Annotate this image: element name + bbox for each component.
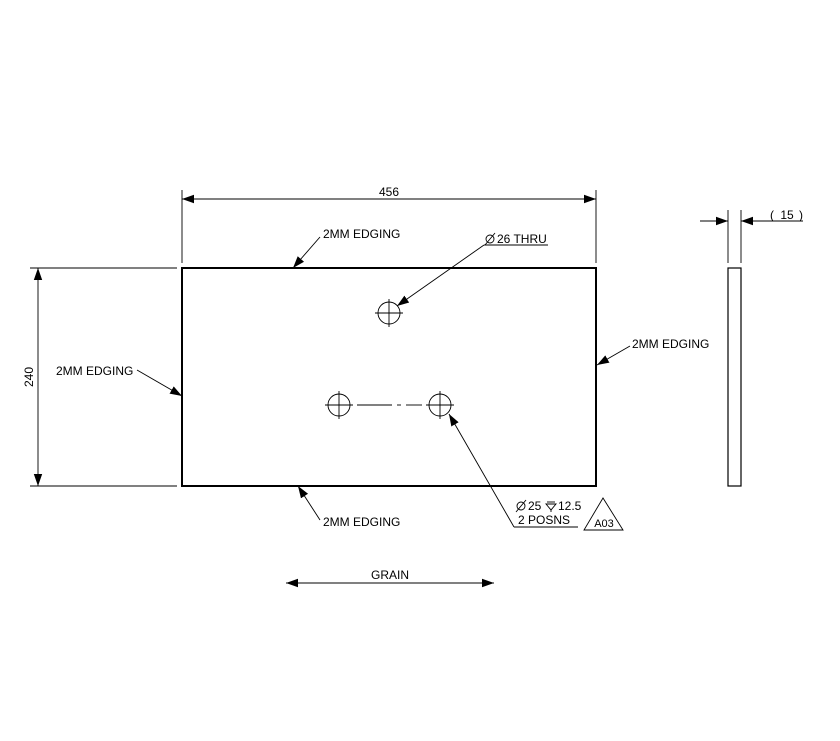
thru-hole-callout: 26 THRU: [396, 232, 548, 307]
grain-label: GRAIN: [371, 568, 409, 582]
blind-hole-depth: 12.5: [558, 499, 582, 513]
edging-label-right: 2MM EDGING: [632, 337, 709, 351]
diameter-symbol: [484, 232, 496, 246]
width-dimension: 456: [181, 185, 597, 263]
blind-hole-right: [426, 391, 454, 419]
panel-side-view: [727, 267, 742, 487]
edging-label-top: 2MM EDGING: [323, 227, 400, 241]
grain-arrow: GRAIN: [286, 568, 494, 588]
edging-note-right: 2MM EDGING: [596, 337, 709, 366]
thickness-paren-close: ): [799, 208, 803, 222]
panel-outline: [181, 267, 597, 487]
diameter-symbol: [515, 499, 527, 513]
depth-symbol: [545, 501, 557, 512]
thru-hole-label: 26 THRU: [497, 232, 547, 246]
callout-tag: A03: [583, 497, 624, 531]
height-dimension-value: 240: [22, 367, 36, 387]
edging-label-left: 2MM EDGING: [56, 364, 133, 378]
blind-hole-diameter: 25: [528, 499, 542, 513]
thickness-paren-open: (: [770, 208, 774, 222]
edging-note-bottom: 2MM EDGING: [297, 485, 400, 529]
edging-note-top: 2MM EDGING: [292, 227, 400, 269]
edging-note-left: 2MM EDGING: [56, 364, 183, 397]
callout-tag-label: A03: [594, 518, 614, 530]
height-dimension: 240: [22, 267, 177, 487]
width-dimension-value: 456: [379, 185, 399, 199]
blind-hole-count: 2 POSNS: [518, 513, 570, 527]
blind-hole-left: [325, 391, 353, 419]
edging-label-bottom: 2MM EDGING: [323, 515, 400, 529]
thru-hole: [375, 299, 403, 327]
thickness-dimension: ( 15 ): [700, 208, 803, 263]
blind-hole-callout: 25 12.5 2 POSNS: [448, 413, 582, 528]
thickness-dimension-value: 15: [780, 208, 794, 222]
